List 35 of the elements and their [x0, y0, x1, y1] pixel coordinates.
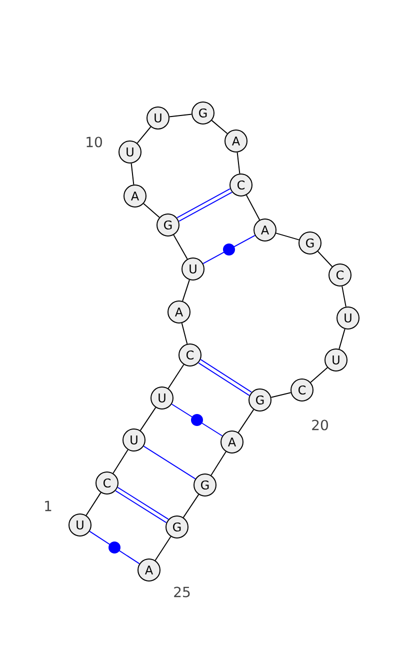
backbone-line: [342, 286, 346, 308]
backbone-line: [168, 364, 184, 389]
backbone-line: [143, 203, 160, 218]
backbone-line: [173, 234, 188, 260]
base-pair-line: [202, 234, 256, 264]
backbone-line: [210, 451, 226, 476]
backbone-line: [182, 279, 190, 302]
base-pair-line: [198, 359, 252, 396]
backbone-line: [168, 114, 192, 118]
backbone-line: [310, 367, 328, 383]
backbone-line: [276, 232, 300, 240]
backbone-line: [112, 449, 128, 474]
position-number: 25: [174, 586, 190, 598]
position-number: 20: [312, 420, 328, 430]
backbone-line: [211, 120, 228, 134]
backbone-line: [130, 162, 134, 186]
backbone-line: [154, 536, 172, 561]
backbone-line: [238, 409, 254, 433]
position-number: 10: [86, 136, 102, 148]
position-number: 1: [45, 500, 52, 512]
base-pair-line: [89, 530, 140, 564]
backbone-line: [338, 328, 346, 350]
backbone-line: [246, 194, 260, 220]
backbone-line: [140, 407, 156, 431]
base-pair-line: [176, 188, 232, 222]
backbone-line: [236, 152, 240, 174]
base-pair-line: [115, 487, 169, 523]
backbone-line: [181, 322, 188, 344]
backbone-line: [86, 492, 102, 516]
base-pair-line: [143, 446, 196, 480]
backbone-line: [136, 126, 152, 144]
backbone-line: [317, 250, 333, 268]
backbone-line: [270, 392, 292, 398]
backbone-line: [182, 494, 200, 518]
base-pair-line: [171, 404, 223, 436]
